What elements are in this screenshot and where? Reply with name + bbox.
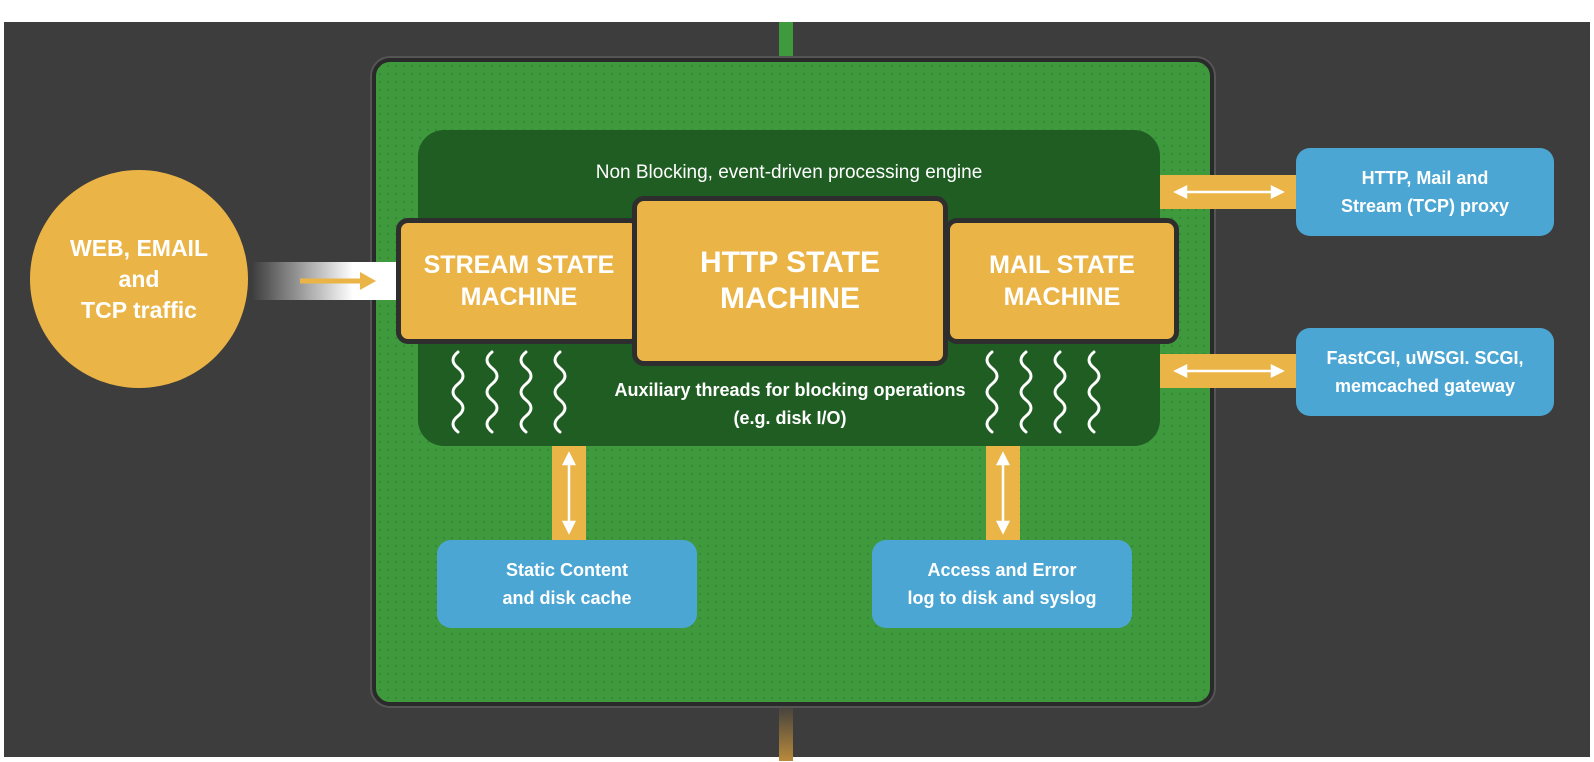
thread-icon — [451, 350, 465, 434]
log-box: Access and Error log to disk and syslog — [872, 540, 1132, 628]
traffic-label: WEB, EMAIL and TCP traffic — [70, 234, 208, 323]
double-arrow-icon — [561, 451, 577, 535]
traffic-input-arrow — [252, 262, 396, 300]
gateway-label: FastCGI, uWSGI. SCGI, memcached gateway — [1326, 348, 1524, 396]
http-state-machine: HTTP STATE MACHINE — [632, 196, 948, 366]
top-connector — [779, 22, 793, 58]
static-content-box: Static Content and disk cache — [437, 540, 697, 628]
gateway-box: FastCGI, uWSGI. SCGI, memcached gateway — [1296, 328, 1554, 416]
proxy-box: HTTP, Mail and Stream (TCP) proxy — [1296, 148, 1554, 236]
stream-state-machine-label: STREAM STATE MACHINE — [423, 251, 615, 311]
thread-icon — [1053, 350, 1067, 434]
thread-icon — [519, 350, 533, 434]
aux-threads-label: Auxiliary threads for blocking operation… — [580, 376, 1000, 432]
double-arrow-icon — [995, 451, 1011, 535]
mail-state-machine-label: MAIL STATE MACHINE — [989, 251, 1135, 311]
thread-icon — [1019, 350, 1033, 434]
traffic-source-circle: WEB, EMAIL and TCP traffic — [30, 170, 248, 388]
thread-icon — [553, 350, 567, 434]
thread-icon — [485, 350, 499, 434]
mail-state-machine: MAIL STATE MACHINE — [945, 218, 1179, 344]
thread-icon — [985, 350, 999, 434]
log-label: Access and Error log to disk and syslog — [907, 560, 1097, 608]
aux-threads-text: Auxiliary threads for blocking operation… — [614, 380, 966, 428]
static-content-label: Static Content and disk cache — [502, 560, 632, 608]
proxy-label: HTTP, Mail and Stream (TCP) proxy — [1340, 168, 1510, 216]
thread-icon — [1087, 350, 1101, 434]
double-arrow-icon — [1173, 363, 1285, 379]
engine-label: Non Blocking, event-driven processing en… — [595, 162, 983, 183]
bottom-connector — [779, 703, 793, 761]
http-state-machine-label: HTTP STATE MACHINE — [700, 246, 880, 315]
arrow-right-icon — [300, 272, 376, 290]
double-arrow-icon — [1173, 184, 1285, 200]
